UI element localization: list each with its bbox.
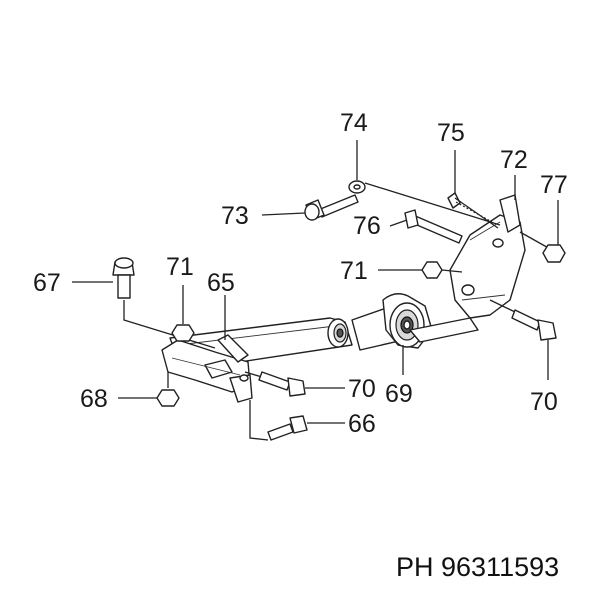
mount-bracket-65 <box>161 334 253 403</box>
nut-68 <box>156 372 180 407</box>
callout-73: 73 <box>221 202 249 230</box>
callout-70-right: 70 <box>530 388 558 416</box>
bolt-75 <box>447 192 499 229</box>
nut-71-left <box>171 285 195 342</box>
small-bushing <box>327 318 349 348</box>
bolt-70-left <box>244 371 306 397</box>
callout-70-left: 70 <box>348 375 376 403</box>
callout-66: 66 <box>348 410 376 438</box>
callout-71-left: 71 <box>166 253 194 281</box>
callout-77: 77 <box>540 171 568 199</box>
callout-69: 69 <box>385 380 413 408</box>
part-number-label: PH 96311593 <box>396 552 560 582</box>
callout-72: 72 <box>500 146 528 174</box>
bolt-70-right <box>489 299 557 341</box>
callout-labels: 74 75 72 77 73 76 67 71 65 71 68 70 69 7… <box>33 109 568 438</box>
callout-67: 67 <box>33 269 61 297</box>
bolt-66 <box>249 400 308 441</box>
callout-76: 76 <box>353 212 381 240</box>
bolt-76 <box>404 209 463 244</box>
callout-68: 68 <box>80 385 108 413</box>
bolt-73 <box>304 194 359 221</box>
nut-77 <box>519 231 566 263</box>
washer-74 <box>348 180 366 194</box>
callout-74: 74 <box>340 109 368 137</box>
callout-75: 75 <box>437 119 465 147</box>
bracket-72 <box>409 194 526 343</box>
callout-71-right: 71 <box>340 257 368 285</box>
callout-65: 65 <box>207 269 235 297</box>
leader-lines <box>72 140 559 424</box>
